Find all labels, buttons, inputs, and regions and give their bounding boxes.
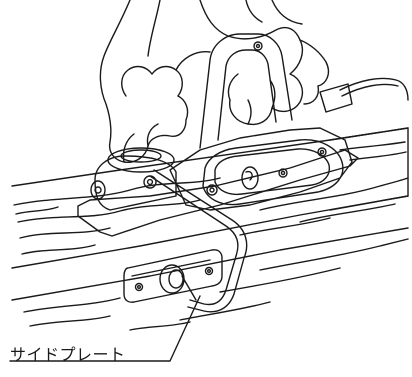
wood-board: [12, 128, 408, 330]
operator-hands: [100, 0, 328, 162]
side-plate-callout-label: サイドプレート: [10, 341, 126, 365]
